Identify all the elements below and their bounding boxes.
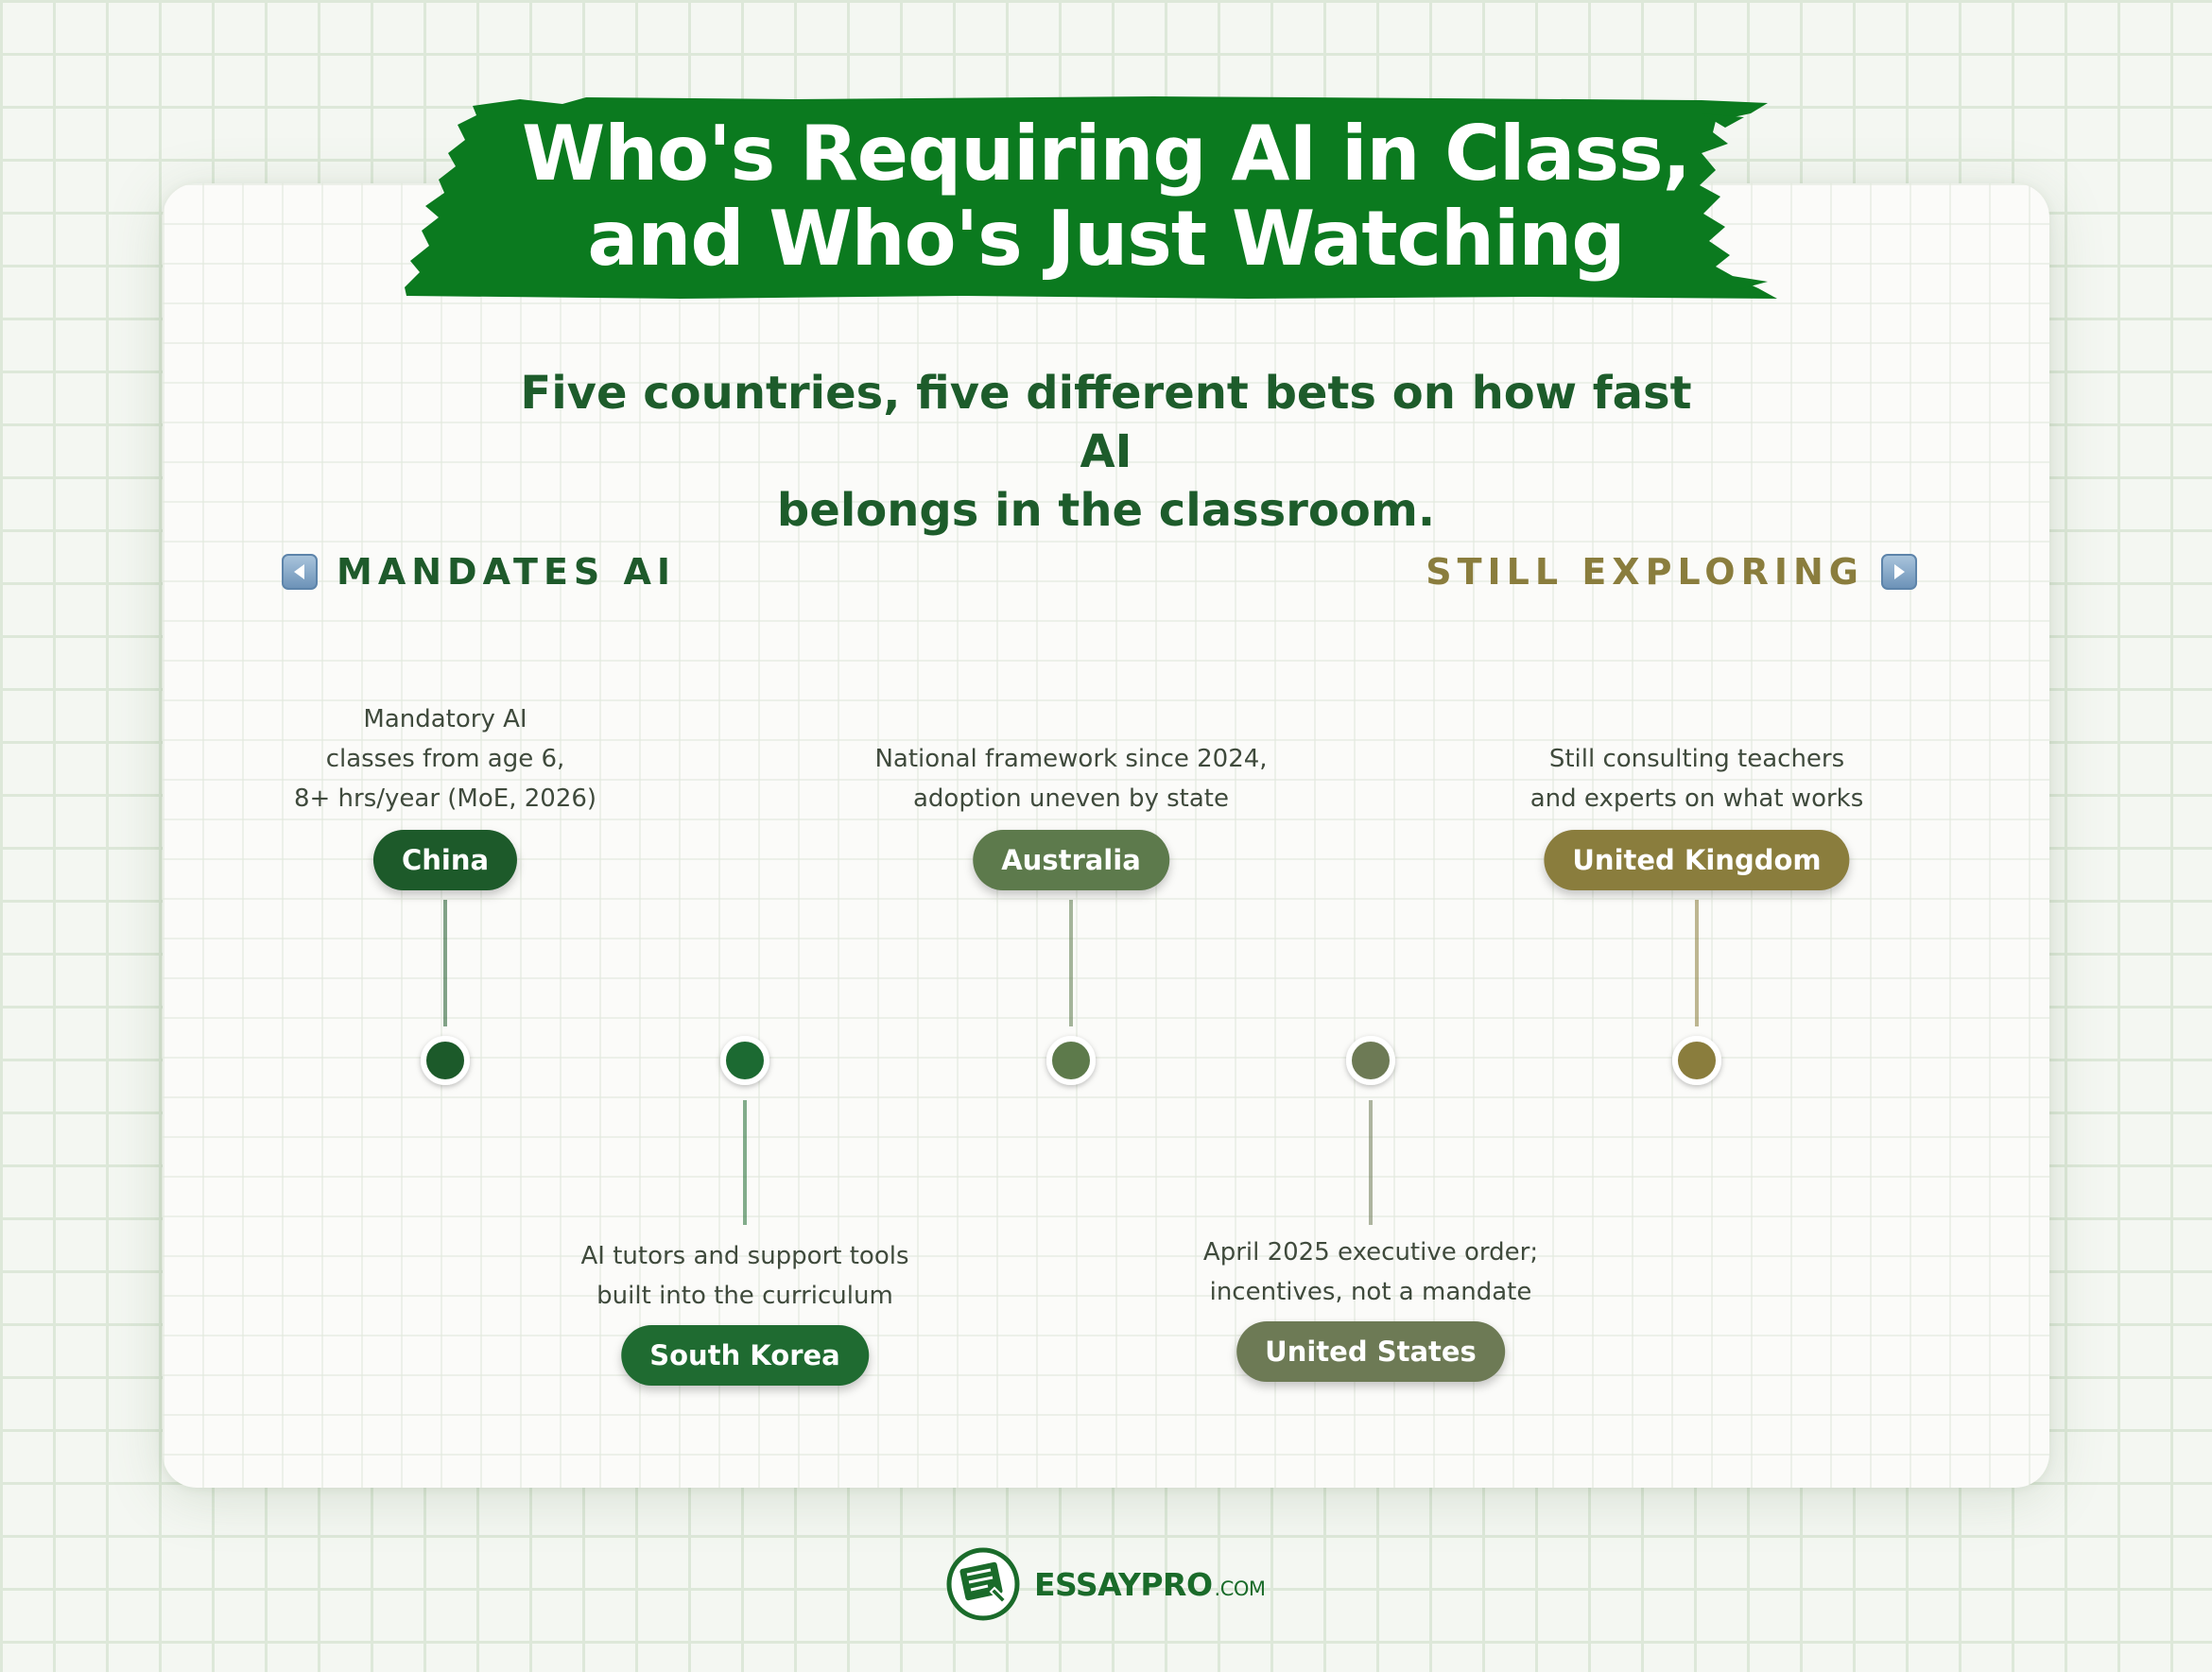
country-pill-south-korea: South Korea bbox=[621, 1325, 869, 1386]
spectrum-left-label: MANDATES AI bbox=[282, 548, 676, 595]
marker-united-states bbox=[1346, 1036, 1395, 1085]
brand-name: ESSAY PRO .COM bbox=[1034, 1566, 1266, 1603]
description-line: National framework since 2024, bbox=[874, 745, 1268, 773]
description-line: Mandatory AI bbox=[363, 705, 527, 733]
description-line: classes from age 6, bbox=[325, 745, 565, 773]
page-title: Who's Requiring AI in Class, and Who's J… bbox=[444, 112, 1768, 282]
mandates-label-text: MANDATES AI bbox=[337, 551, 677, 593]
subtitle-line-1: Five countries, five different bets on h… bbox=[520, 367, 1692, 478]
description-line: and experts on what works bbox=[1529, 784, 1864, 813]
description-line: AI tutors and support tools bbox=[580, 1242, 909, 1270]
page-subtitle: Five countries, five different bets on h… bbox=[492, 364, 1720, 540]
title-line-2: and Who's Just Watching bbox=[587, 195, 1625, 283]
spectrum-right-label: STILL EXPLORING bbox=[1426, 548, 1917, 595]
marker-united-kingdom bbox=[1672, 1036, 1721, 1085]
country-pill-china: China bbox=[372, 830, 518, 890]
country-description-australia: National framework since 2024, adoption u… bbox=[874, 739, 1267, 819]
brand-name-essay: ESSAY bbox=[1034, 1565, 1141, 1603]
country-pill-united-states: United States bbox=[1236, 1321, 1505, 1382]
subtitle-line-2: belongs in the classroom. bbox=[776, 484, 1436, 537]
description-line: Still consulting teachers bbox=[1548, 745, 1845, 773]
exploring-label-text: STILL EXPLORING bbox=[1426, 551, 1864, 593]
arrow-right-icon bbox=[1881, 554, 1917, 590]
description-line: April 2025 executive order; bbox=[1202, 1238, 1539, 1267]
essay-document-pen-icon bbox=[946, 1547, 1020, 1621]
description-line: incentives, not a mandate bbox=[1209, 1278, 1532, 1306]
brand-name-com: .COM bbox=[1214, 1577, 1267, 1600]
description-line: built into the curriculum bbox=[596, 1282, 893, 1310]
country-pill-australia: Australia bbox=[973, 830, 1169, 890]
brand-logo: ESSAY PRO .COM bbox=[945, 1546, 1266, 1622]
country-description-united-states: April 2025 executive order; incentives, n… bbox=[1203, 1232, 1538, 1312]
country-pill-united-kingdom: United Kingdom bbox=[1544, 830, 1850, 890]
marker-australia bbox=[1046, 1036, 1096, 1085]
description-line: adoption uneven by state bbox=[912, 784, 1229, 813]
marker-china bbox=[421, 1036, 470, 1085]
title-banner bbox=[405, 96, 1777, 299]
arrow-left-icon bbox=[282, 554, 318, 590]
brand-name-pro: PRO bbox=[1140, 1565, 1213, 1603]
marker-south-korea bbox=[720, 1036, 769, 1085]
title-line-1: Who's Requiring AI in Class, bbox=[521, 110, 1691, 198]
country-description-united-kingdom: Still consulting teachers and experts on … bbox=[1530, 739, 1864, 819]
country-description-china: Mandatory AI classes from age 6, 8+ hrs/ye… bbox=[294, 699, 596, 819]
country-description-south-korea: AI tutors and support tools built into th… bbox=[580, 1236, 908, 1316]
description-line: 8+ hrs/year (MoE, 2026) bbox=[293, 784, 597, 813]
